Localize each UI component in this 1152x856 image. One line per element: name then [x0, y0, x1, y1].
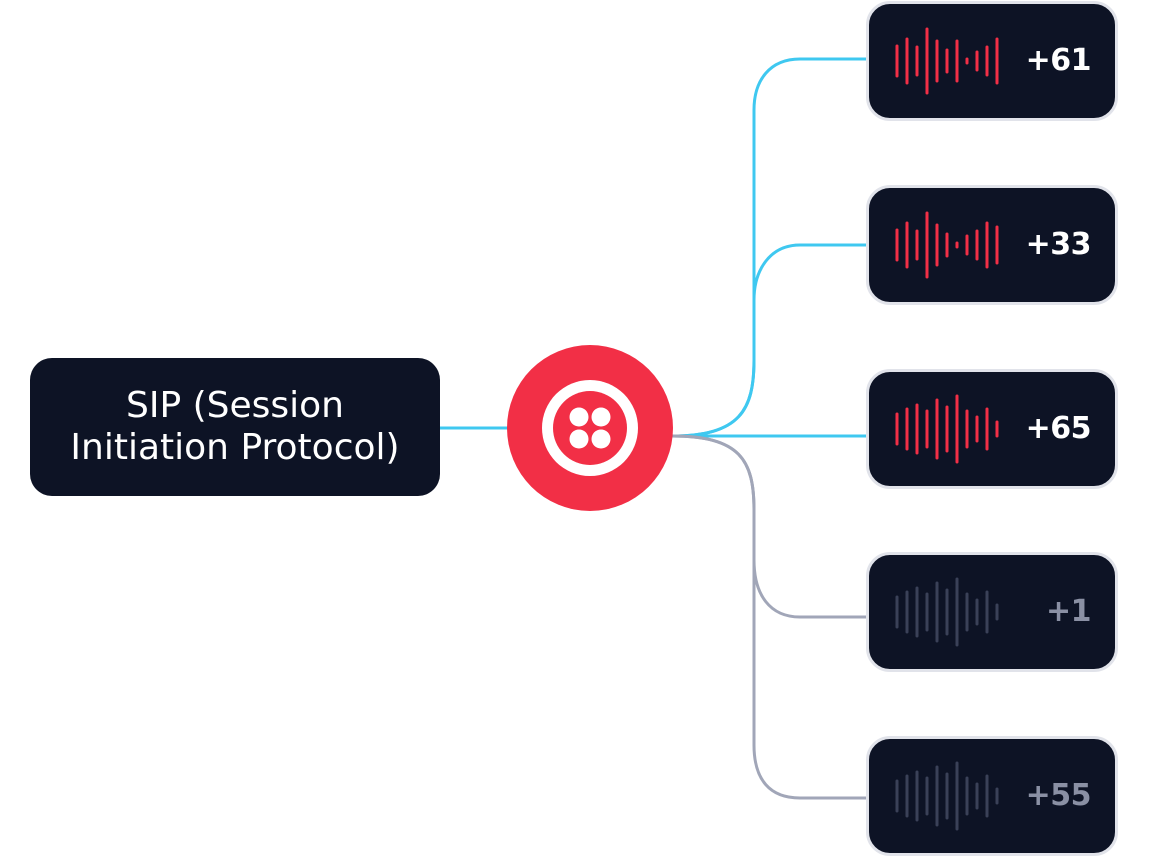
audio-waveform-icon: [895, 27, 999, 95]
branch-line-5: [671, 434, 868, 800]
audio-waveform-icon: [895, 577, 999, 647]
call-count-label: +1: [1045, 594, 1092, 629]
audio-waveform-icon: [895, 394, 999, 464]
call-count-label: +65: [1025, 411, 1092, 446]
call-count-label: +55: [1025, 778, 1092, 813]
call-card-1: +61: [866, 1, 1118, 121]
branch-line-1: [671, 57, 868, 438]
sip-source-box: SIP (Session Initiation Protocol): [30, 358, 440, 496]
call-card-3: +65: [866, 369, 1118, 489]
call-count-label: +33: [1025, 227, 1092, 262]
source-label-line-1: SIP (Session: [125, 385, 344, 426]
branch-line-2: [671, 243, 868, 438]
audio-waveform-icon: [895, 211, 999, 279]
call-count-label: +61: [1025, 43, 1092, 78]
call-card-2: +33: [866, 185, 1118, 305]
call-card-5: +55: [866, 736, 1118, 856]
twilio-logo-icon: [542, 380, 638, 476]
source-label: SIP (Session Initiation Protocol): [70, 385, 399, 469]
audio-waveform-icon: [895, 761, 999, 831]
twilio-hub: [507, 345, 673, 511]
call-card-4: +1: [866, 552, 1118, 672]
branch-line-4: [671, 434, 868, 619]
source-label-line-2: Initiation Protocol): [70, 427, 400, 468]
